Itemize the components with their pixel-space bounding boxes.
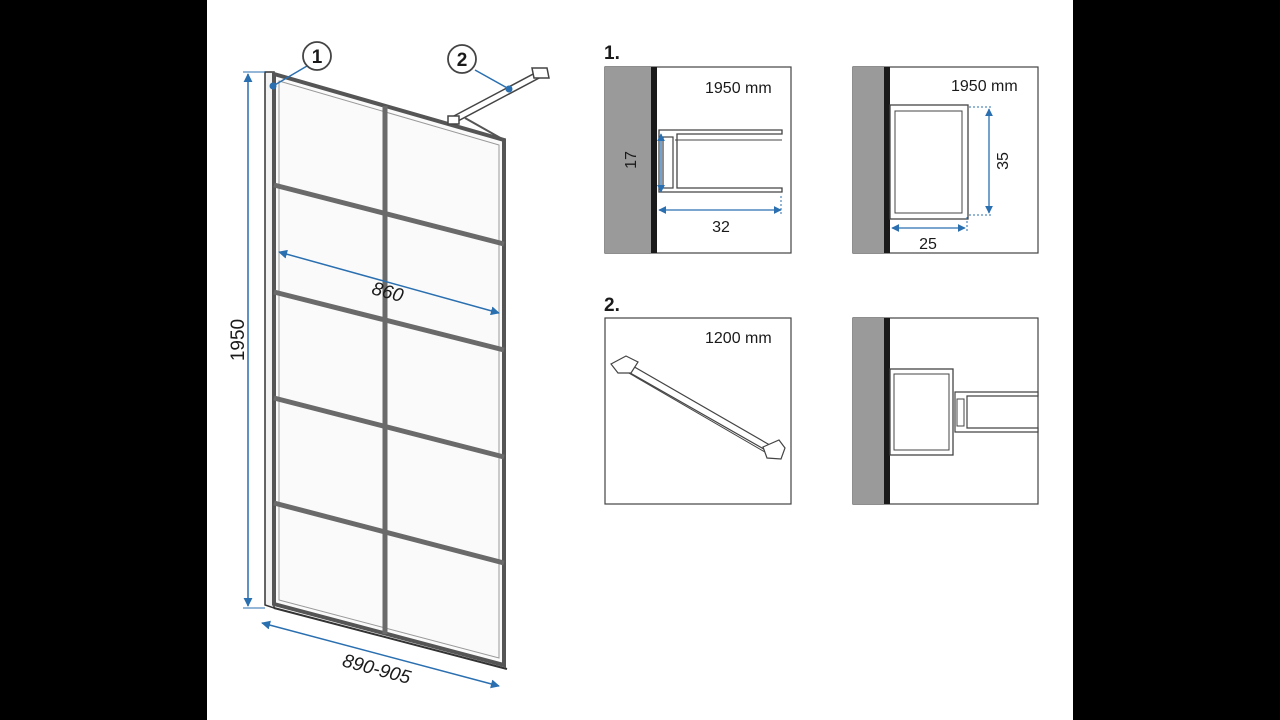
detail-1-right-dim-height: 35 <box>995 152 1012 170</box>
wall-section <box>853 318 884 504</box>
detail-1-heading: 1. <box>604 43 620 64</box>
detail-1-left-dim-width: 32 <box>712 219 730 236</box>
detail-2-left-panel: 1200 mm <box>604 317 792 505</box>
technical-drawing: 1 2 1950 860 890-905 1. 1950 mm 17 <box>228 41 1039 689</box>
detail-1-left-dim-height: 17 <box>623 151 640 169</box>
detail-1-left-height-label: 1950 mm <box>705 80 772 97</box>
horizontal-bar-3 <box>273 395 505 460</box>
detail-1-right-height-label: 1950 mm <box>951 78 1018 95</box>
panel-frame <box>272 71 506 668</box>
callout-1: 1 <box>269 41 332 90</box>
shower-panel <box>264 71 508 670</box>
height-dimension: 1950 <box>228 71 265 609</box>
base-label: 890-905 <box>340 651 413 689</box>
detail-1-right-dim-width: 25 <box>919 236 937 253</box>
callout-2-label: 2 <box>457 50 468 71</box>
detail-2-heading: 2. <box>604 295 620 316</box>
detail-2-length-label: 1200 mm <box>705 330 772 347</box>
wall-section <box>853 67 884 253</box>
stabilizer-bar <box>447 67 550 141</box>
detail-1-right-panel: 1950 mm 35 25 <box>852 66 1039 254</box>
drawing-sheet: 1 2 1950 860 890-905 1. 1950 mm 17 <box>207 0 1073 720</box>
callout-1-label: 1 <box>312 47 323 68</box>
detail-2-right-panel <box>852 317 1039 505</box>
horizontal-bar-1 <box>273 182 505 247</box>
callout-2: 2 <box>447 44 513 93</box>
detail-1-left-panel: 1950 mm 17 32 <box>604 66 792 254</box>
height-label: 1950 <box>228 319 249 361</box>
wall-section <box>605 67 651 253</box>
horizontal-bar-4 <box>273 500 505 566</box>
